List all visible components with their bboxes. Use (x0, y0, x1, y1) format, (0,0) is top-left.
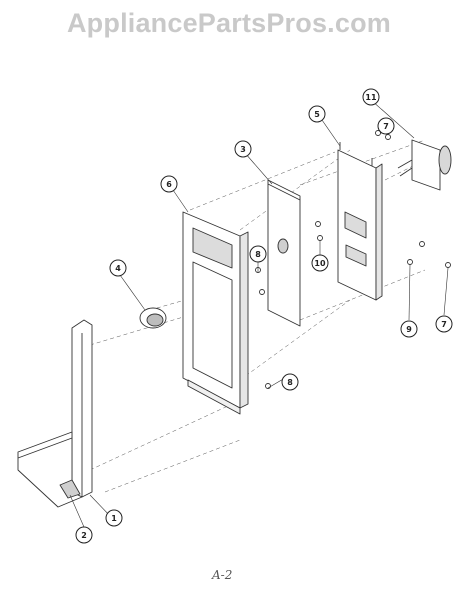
svg-text:8: 8 (287, 378, 293, 387)
knob-part (139, 307, 167, 329)
callout-11: 11 (362, 88, 380, 106)
svg-text:6: 6 (166, 180, 172, 189)
callout-3: 3 (234, 140, 252, 158)
callout-1: 1 (105, 509, 123, 527)
svg-text:9: 9 (406, 325, 412, 334)
leader-lines (69, 99, 449, 528)
gasket-plate-part (267, 179, 301, 327)
svg-text:8: 8 (255, 250, 261, 259)
page-number-label: A-2 (212, 568, 233, 582)
svg-text:3: 3 (240, 145, 246, 154)
svg-text:1: 1 (111, 514, 117, 523)
callout-9: 9 (400, 320, 418, 338)
svg-text:11: 11 (365, 93, 377, 102)
callout-4: 4 (109, 259, 127, 277)
svg-text:5: 5 (314, 110, 320, 119)
svg-text:10: 10 (314, 259, 326, 268)
svg-text:2: 2 (81, 531, 87, 540)
svg-text:4: 4 (115, 264, 121, 273)
callout-8-upper: 8 (249, 245, 267, 263)
callout-2: 2 (75, 526, 93, 544)
svg-text:7: 7 (441, 320, 447, 329)
screws (255, 130, 451, 389)
control-panel-part (182, 211, 249, 415)
trim-base-part (17, 319, 93, 508)
mounting-bracket-part (337, 142, 383, 301)
callout-numbers: 1 2 3 4 5 6 7 7 (75, 88, 453, 544)
callout-10: 10 (311, 254, 329, 272)
callout-5: 5 (308, 105, 326, 123)
callout-7-bottom: 7 (435, 315, 453, 333)
timer-motor-part (397, 139, 452, 191)
callout-7-top: 7 (377, 117, 395, 135)
site-watermark: AppliancePartsPros.com (66, 8, 391, 38)
callout-6: 6 (160, 175, 178, 193)
callout-8-lower: 8 (281, 373, 299, 391)
svg-text:7: 7 (383, 122, 389, 131)
